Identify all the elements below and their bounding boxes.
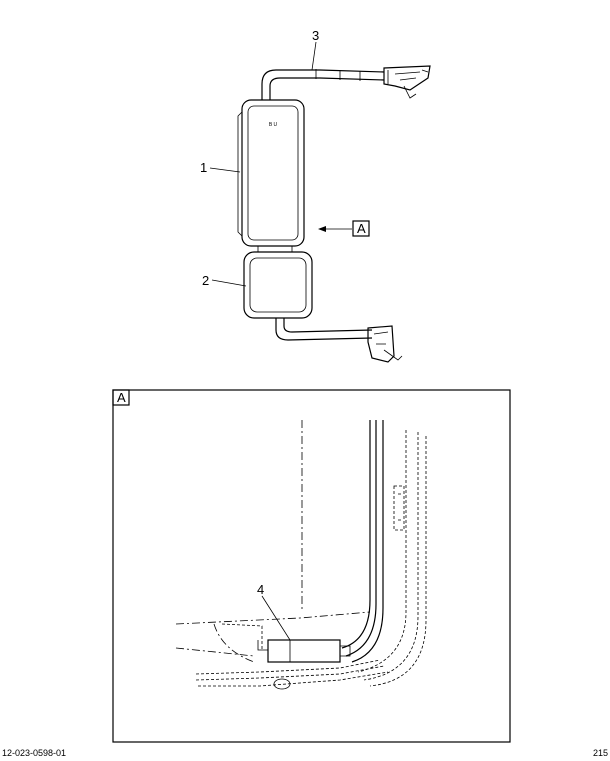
- leader-1: [209, 167, 241, 173]
- view-ref-box: [352, 220, 370, 237]
- mirror-mark: B U: [269, 122, 278, 128]
- leader-2: [211, 279, 247, 287]
- leader-4: [261, 595, 291, 641]
- callout-2: 2: [202, 273, 209, 288]
- detail-view-a: A 4: [112, 389, 511, 743]
- callout-4: 4: [257, 582, 264, 597]
- upper-mirror-arm: [261, 65, 431, 100]
- callout-3: 3: [312, 28, 319, 43]
- leader-3: [311, 41, 317, 71]
- view-arrow-head: [318, 226, 326, 232]
- figure-id: 12-023-0598-01: [2, 748, 67, 758]
- upper-mirror-head: B U: [237, 99, 305, 247]
- page-number: 215: [592, 748, 608, 758]
- view-ref-label: A: [357, 221, 366, 236]
- lower-mirror-arm: [275, 318, 403, 363]
- lower-mirror-head: [243, 246, 313, 319]
- detail-label: A: [117, 390, 126, 405]
- detail-frame: [112, 389, 511, 743]
- detail-label-box: [112, 389, 130, 406]
- part-4-block: [267, 639, 341, 663]
- callout-1: 1: [200, 160, 207, 175]
